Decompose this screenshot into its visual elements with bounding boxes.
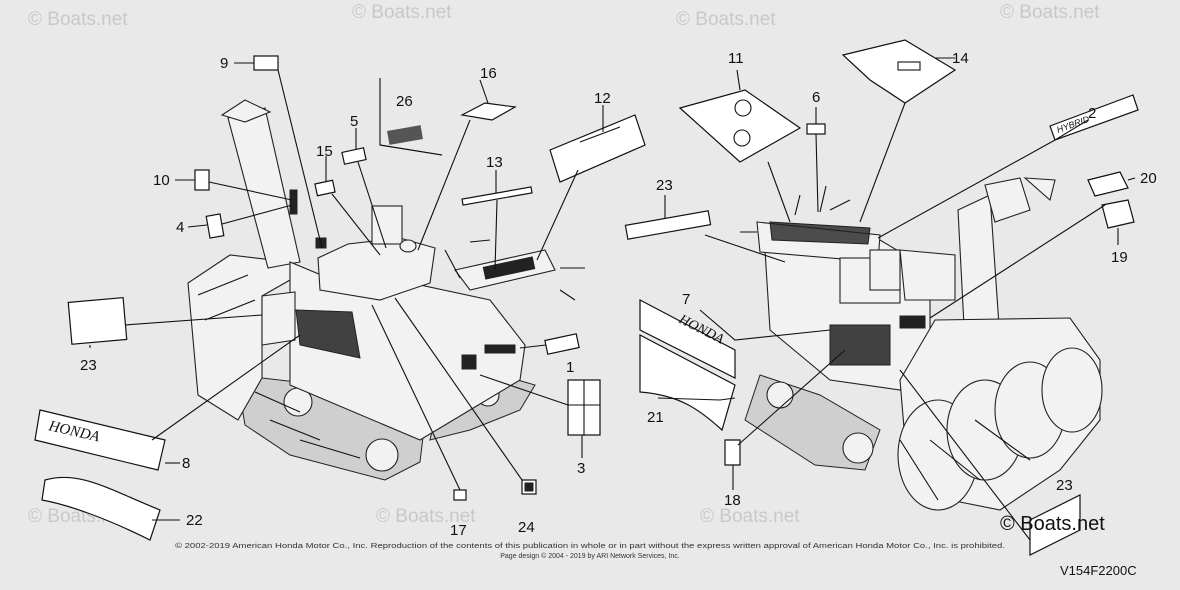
watermark: © Boats.net (700, 506, 800, 527)
left-snowblower (187, 99, 585, 481)
callout-8: 8 (182, 455, 190, 472)
callout-12: 12 (594, 90, 611, 107)
callout-16: 16 (480, 65, 497, 82)
decal-part-26 (387, 125, 423, 145)
callout-26: 26 (396, 93, 413, 110)
decal-part-9 (253, 55, 279, 71)
callout-20: 20 (1140, 170, 1157, 187)
watermark: © Boats.net (1000, 2, 1100, 23)
footer: © Boats.net © 2002-2019 American Honda M… (175, 513, 1137, 578)
decal-part-4 (205, 213, 225, 239)
watermark: © Boats.net (376, 506, 476, 527)
decal-part-15 (314, 179, 336, 197)
decal-part-23-left (67, 296, 128, 345)
callout-10: 10 (153, 172, 170, 189)
callout-4: 4 (176, 219, 184, 236)
callout-14: 14 (952, 50, 969, 67)
decal-part-13 (461, 186, 533, 206)
watermark: © Boats.net (676, 9, 776, 30)
decal-part-14 (841, 39, 957, 104)
decal-part-23-right (1029, 494, 1081, 556)
part-shapes (34, 39, 1139, 556)
decal-part-7 (639, 299, 736, 379)
watermark: © Boats.net (28, 9, 128, 30)
decal-part-8 (34, 409, 166, 471)
callout-9: 9 (220, 55, 228, 72)
decal-part-12 (549, 114, 646, 183)
decal-part-18 (724, 439, 741, 466)
copyright-line-2: Page design © 2004 - 2019 by ARI Network… (500, 552, 680, 560)
callout-3: 3 (577, 460, 585, 477)
callout-23-right: 23 (1056, 477, 1073, 494)
decal-part-1 (544, 333, 580, 355)
callout-numbers: 9 10 4 5 15 26 16 13 12 23 1 3 8 22 17 2… (80, 50, 1157, 539)
callout-6: 6 (812, 89, 820, 106)
boats-net-logo: © Boats.net (1000, 513, 1105, 535)
right-snowblower (740, 177, 1103, 511)
callout-18: 18 (724, 492, 741, 509)
decal-part-24 (624, 210, 712, 240)
callout-7: 7 (682, 291, 690, 308)
callout-5: 5 (350, 113, 358, 130)
copyright-line-1: © 2002-2019 American Honda Motor Co., In… (175, 542, 1005, 550)
callout-23-left: 23 (80, 357, 97, 374)
callout-15: 15 (316, 143, 333, 160)
decal-part-5 (341, 147, 367, 165)
callout-2: 2 (1088, 105, 1096, 122)
callout-25: 24 (518, 519, 535, 536)
diagram-code: V154F2200C (1060, 563, 1137, 578)
decal-part-20 (1087, 171, 1129, 197)
callout-19: 19 (1111, 249, 1128, 266)
decal-part-17 (453, 489, 467, 501)
decal-part-10 (194, 169, 210, 191)
callout-21: 21 (647, 409, 664, 426)
callout-13: 13 (486, 154, 503, 171)
watermark-layer: © Boats.net © Boats.net © Boats.net © Bo… (28, 2, 1100, 527)
decal-part-6 (806, 123, 826, 135)
decal-part-21 (639, 334, 736, 432)
decal-part-19 (1101, 199, 1135, 229)
decal-part-22 (41, 476, 161, 541)
decal-part-11 (678, 89, 802, 163)
callout-22: 22 (186, 512, 203, 529)
decal-part-2 (1049, 94, 1139, 141)
callout-17: 17 (450, 522, 467, 539)
callout-24: 23 (656, 177, 673, 194)
watermark: © Boats.net (352, 2, 452, 23)
leader-lines (89, 57, 1136, 541)
callout-1: 1 (566, 359, 574, 376)
callout-11: 11 (728, 50, 744, 67)
decal-part-16 (460, 102, 517, 121)
